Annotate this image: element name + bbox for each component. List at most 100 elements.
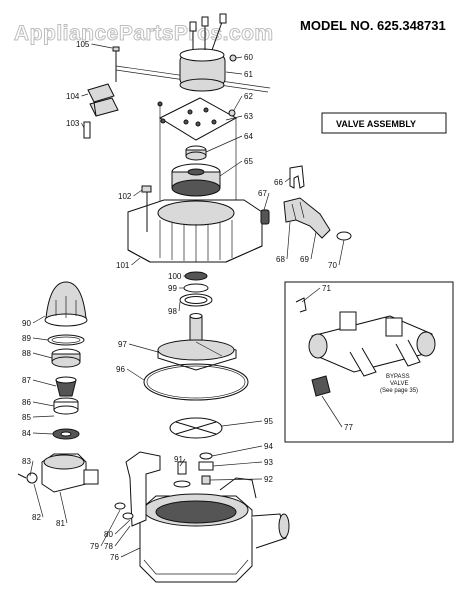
callout-line-60 bbox=[235, 56, 243, 59]
watermark-text: AppliancePartsPros.com bbox=[14, 22, 274, 45]
callout-line-85 bbox=[32, 415, 55, 418]
disc-86 bbox=[53, 397, 79, 415]
part-number-68: 68 bbox=[276, 255, 285, 264]
callout-line-101 bbox=[131, 257, 141, 266]
callout-line-92 bbox=[209, 478, 263, 481]
part-number-71: 71 bbox=[322, 284, 331, 293]
model-number-label: MODEL NO. 625.348731 bbox=[300, 18, 446, 33]
callout-line-89 bbox=[32, 337, 49, 341]
bushing-64 bbox=[185, 145, 207, 161]
screw-105 bbox=[112, 46, 120, 82]
switch-104 bbox=[87, 83, 119, 117]
knob-77 bbox=[311, 375, 331, 397]
callout-line-67 bbox=[263, 192, 270, 211]
part-number-77: 77 bbox=[344, 423, 353, 432]
valve-base-76 bbox=[139, 477, 290, 583]
callout-line-97 bbox=[128, 343, 159, 353]
screw-60 bbox=[229, 54, 237, 62]
gasket-96 bbox=[143, 363, 249, 401]
callout-line-69 bbox=[310, 231, 317, 260]
plug-92 bbox=[201, 475, 211, 485]
housing-81 bbox=[41, 453, 99, 493]
part-number-86: 86 bbox=[22, 398, 31, 407]
motor-61 bbox=[179, 13, 227, 92]
callout-line-96 bbox=[126, 368, 145, 381]
part-number-67: 67 bbox=[258, 189, 267, 198]
seal-67 bbox=[260, 209, 270, 225]
fitting-91 bbox=[173, 461, 191, 488]
callout-line-83 bbox=[29, 460, 34, 477]
cover-plate-63 bbox=[157, 97, 238, 141]
part-number-87: 87 bbox=[22, 376, 31, 385]
part-number-62: 62 bbox=[244, 92, 253, 101]
part-number-103: 103 bbox=[66, 119, 80, 128]
o-ring-79 bbox=[114, 502, 126, 510]
part-number-96: 96 bbox=[116, 365, 125, 374]
part-number-98: 98 bbox=[168, 307, 177, 316]
part-number-84: 84 bbox=[22, 429, 31, 438]
part-number-105: 105 bbox=[76, 40, 90, 49]
part-number-64: 64 bbox=[244, 132, 253, 141]
callout-line-76 bbox=[120, 547, 141, 558]
spacer-93 bbox=[198, 461, 214, 471]
clip-71 bbox=[295, 297, 307, 313]
part-number-89: 89 bbox=[22, 334, 31, 343]
part-number-60: 60 bbox=[244, 53, 253, 62]
seal-95 bbox=[169, 417, 223, 439]
o-ring-79b bbox=[122, 512, 134, 520]
screw-62 bbox=[228, 109, 236, 117]
drain-fitting-68 bbox=[283, 197, 331, 239]
callout-line-87 bbox=[32, 379, 57, 387]
bypass-label-line1: BYPASS bbox=[386, 374, 410, 380]
callout-line-82 bbox=[33, 483, 44, 518]
nozzle-87 bbox=[55, 376, 77, 397]
callout-line-71 bbox=[301, 287, 321, 303]
pin-103 bbox=[83, 121, 91, 139]
callout-line-93 bbox=[212, 461, 263, 467]
part-number-93: 93 bbox=[264, 458, 273, 467]
part-number-70: 70 bbox=[328, 261, 337, 270]
part-number-82: 82 bbox=[32, 513, 41, 522]
part-number-100: 100 bbox=[168, 272, 182, 281]
part-number-80: 80 bbox=[104, 530, 113, 539]
callout-line-104 bbox=[81, 93, 89, 97]
section-title-box bbox=[321, 112, 447, 134]
callout-line-65 bbox=[219, 160, 243, 177]
callout-line-86 bbox=[32, 401, 55, 407]
part-number-91: 91 bbox=[174, 455, 183, 464]
part-number-92: 92 bbox=[264, 475, 273, 484]
callout-line-62 bbox=[233, 95, 243, 111]
callout-line-84 bbox=[32, 432, 54, 435]
part-number-102: 102 bbox=[118, 192, 132, 201]
part-number-65: 65 bbox=[244, 157, 253, 166]
callout-line-78 bbox=[114, 525, 131, 547]
bypass-inset-box bbox=[284, 281, 454, 443]
clamp-70 bbox=[336, 231, 352, 241]
part-number-66: 66 bbox=[274, 178, 283, 187]
o-ring-99 bbox=[183, 283, 209, 293]
screen-84 bbox=[52, 428, 80, 440]
part-number-81: 81 bbox=[56, 519, 65, 528]
callout-line-91 bbox=[179, 458, 186, 467]
callout-line-80 bbox=[114, 519, 131, 535]
part-number-83: 83 bbox=[22, 457, 31, 466]
callout-line-66 bbox=[284, 177, 291, 183]
part-number-63: 63 bbox=[244, 112, 253, 121]
callout-line-70 bbox=[338, 239, 345, 266]
callout-line-77 bbox=[321, 395, 343, 428]
part-number-97: 97 bbox=[118, 340, 127, 349]
bypass-label-line2: VALVE bbox=[390, 381, 408, 387]
o-ring-89 bbox=[47, 334, 85, 346]
clip-66 bbox=[289, 165, 305, 189]
callout-line-98 bbox=[178, 301, 181, 312]
callout-line-102 bbox=[133, 189, 143, 197]
part-number-69: 69 bbox=[300, 255, 309, 264]
callout-line-88 bbox=[32, 352, 53, 359]
part-number-99: 99 bbox=[168, 284, 177, 293]
part-number-85: 85 bbox=[22, 413, 31, 422]
callout-line-95 bbox=[221, 420, 263, 427]
part-number-79: 79 bbox=[90, 542, 99, 551]
part-number-90: 90 bbox=[22, 319, 31, 328]
